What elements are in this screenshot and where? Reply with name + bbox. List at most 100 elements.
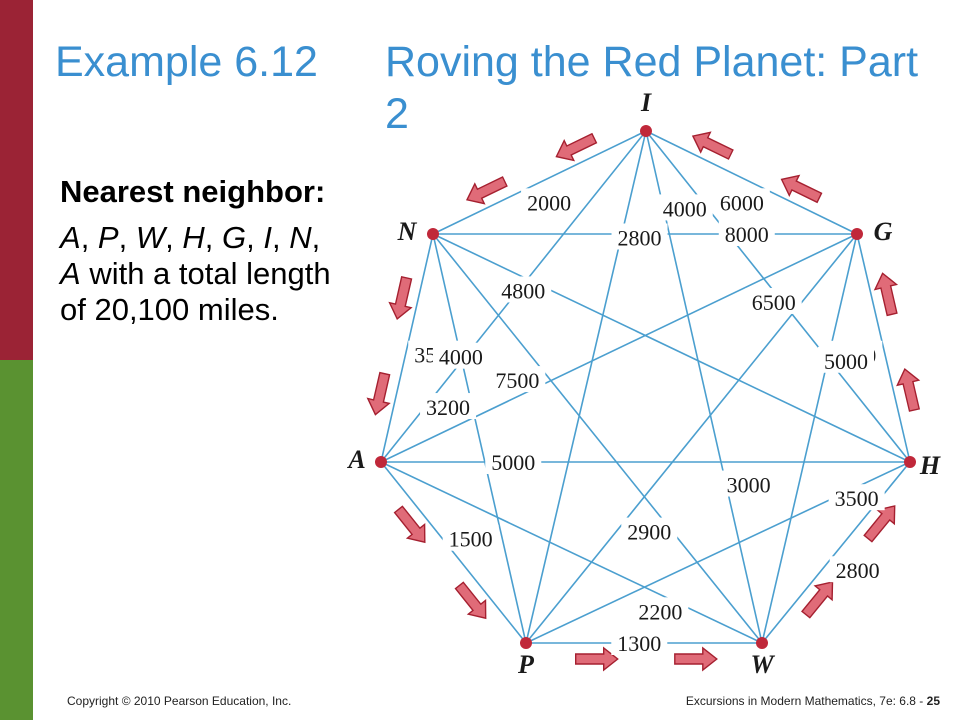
vertex-h — [904, 456, 916, 468]
vertex-n — [427, 228, 439, 240]
weight-i-h: 4000 — [663, 196, 707, 221]
weight-bg-p-w — [611, 629, 668, 655]
tour-arrow-n-a-1 — [366, 371, 391, 416]
weight-bg-i-g — [713, 188, 770, 215]
weight-bg-n-p — [432, 342, 489, 369]
weight-p-w: 1300 — [617, 631, 661, 656]
route-vertex-w-2: W — [135, 220, 166, 255]
tour-arrow-w-h-1 — [863, 505, 896, 543]
weight-bg-g-a — [489, 366, 546, 393]
edge-i-p — [525, 130, 647, 644]
weight-bg-n-w — [621, 517, 678, 544]
route-letters: A, P, W, H, G, I, N, A — [60, 220, 321, 291]
vertex-a — [375, 456, 387, 468]
edge-n-w — [432, 233, 763, 644]
edge-g-p — [525, 233, 858, 644]
route-vertex-a-0: A — [60, 220, 81, 255]
weight-i-g: 6000 — [720, 190, 764, 215]
vertex-label-i: I — [640, 90, 652, 117]
weight-n-g: 8000 — [725, 222, 769, 247]
vertex-p — [520, 637, 532, 649]
content-heading: Nearest neighbor: — [60, 174, 326, 209]
edge-a-w — [380, 461, 763, 644]
tour-arrow-w-h-0 — [801, 581, 834, 619]
weight-bg-i-a — [420, 393, 477, 420]
title-example-name: Roving the Red Planet: Part 2 — [385, 38, 919, 138]
edge-i-g — [645, 130, 858, 235]
weight-bg-a-h — [485, 448, 542, 474]
weight-bg-i-n — [521, 188, 578, 215]
footer-copyright: Copyright © 2010 Pearson Education, Inc. — [67, 694, 292, 708]
weight-bg-a-w — [632, 597, 689, 624]
title-example-number: Example 6.12 — [55, 38, 318, 86]
tour-arrow-p-w-0 — [574, 646, 619, 672]
footer-page-number: 25 — [926, 694, 940, 708]
tour-arrow-h-g-0 — [896, 367, 921, 412]
weight-g-a: 7500 — [495, 368, 539, 393]
weight-n-p: 4000 — [439, 345, 483, 370]
vertex-g — [851, 228, 863, 240]
edge-i-n — [432, 130, 647, 235]
edge-g-a — [380, 233, 858, 463]
weight-a-h: 5000 — [491, 450, 535, 475]
edge-g-h — [856, 233, 911, 463]
slide-content: Nearest neighbor: A, P, W, H, G, I, N, A… — [60, 174, 340, 328]
weight-bg-p-h — [828, 484, 885, 511]
left-accent-bar-red — [0, 0, 33, 360]
vertex-i — [640, 125, 652, 137]
weight-n-w: 2900 — [627, 520, 671, 545]
weight-i-a: 3200 — [426, 395, 470, 420]
weight-bg-i-p — [611, 223, 668, 250]
vertex-w — [756, 637, 768, 649]
edge-g-w — [761, 233, 858, 644]
tour-arrow-g-i-1 — [691, 131, 734, 160]
route-vertex-i-5: I — [263, 220, 272, 255]
edge-n-a — [380, 233, 434, 463]
tour-arrow-h-g-1 — [873, 272, 899, 317]
tour-arrow-g-i-0 — [780, 174, 823, 204]
weight-g-w: 5000 — [824, 349, 868, 374]
vertex-label-w: W — [750, 650, 775, 679]
weight-a-p: 1500 — [449, 527, 493, 552]
weight-g-p: 6500 — [752, 290, 796, 315]
weight-n-h: 4800 — [501, 278, 545, 303]
footer-citation: Excursions in Modern Mathematics, 7e: 6.… — [686, 694, 940, 708]
weight-bg-w-h — [829, 556, 886, 583]
route-vertex-h-3: H — [182, 220, 205, 255]
tour-arrow-i-n-1 — [465, 176, 508, 205]
weight-bg-a-p — [442, 524, 499, 551]
weight-a-w: 2200 — [638, 599, 682, 624]
weight-bg-n-g — [718, 220, 775, 246]
content-route: A, P, W, H, G, I, N, A with a total leng… — [60, 220, 340, 328]
edge-a-p — [380, 461, 527, 644]
vertex-label-h: H — [919, 451, 941, 480]
route-vertex-p-1: P — [97, 220, 119, 255]
tour-arrow-n-a-0 — [388, 275, 413, 321]
footer-book: Excursions in Modern Mathematics, 7e: 6.… — [685, 694, 924, 708]
weight-bg-i-h — [656, 194, 713, 221]
vertex-label-g: G — [874, 217, 893, 246]
left-accent-bar-green — [0, 360, 33, 720]
tour-arrow-a-p-0 — [393, 505, 426, 544]
weight-p-h: 3500 — [835, 486, 879, 511]
vertex-label-n: N — [397, 217, 418, 246]
tour-arrow-a-p-1 — [454, 581, 487, 620]
weight-bg-g-w — [818, 346, 875, 373]
tour-arrows — [366, 131, 921, 672]
vertex-label-p: P — [517, 650, 535, 679]
vertex-label-a: A — [346, 445, 365, 474]
route-vertex-a-7: A — [60, 256, 81, 291]
edge-weights: 2000600028004000300032008000350048004000… — [408, 188, 886, 656]
weight-i-w: 3000 — [727, 473, 771, 498]
graph-diagram: 2000600028004000300032008000350048004000… — [346, 90, 941, 679]
route-vertex-g-4: G — [221, 220, 247, 255]
tour-arrow-p-w-1 — [674, 646, 718, 672]
route-description: with a total length of 20,100 miles. — [60, 256, 331, 327]
edge-n-p — [432, 233, 527, 644]
weight-i-p: 2800 — [618, 226, 662, 251]
graph-vertices: I G H W P A N — [346, 90, 941, 679]
weight-w-h: 2800 — [836, 558, 880, 583]
weight-bg-n-h — [495, 276, 552, 303]
edge-w-h — [761, 461, 911, 644]
slide-title: Example 6.12 Roving the Red Planet: Part… — [55, 36, 935, 140]
